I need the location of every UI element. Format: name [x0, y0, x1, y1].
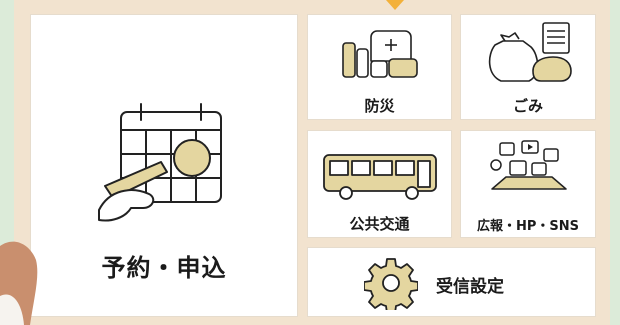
- gear-icon: [364, 258, 418, 310]
- reservation-tile[interactable]: 予約・申込: [30, 14, 298, 317]
- bus-icon: [323, 154, 437, 200]
- transit-label: 公共交通: [349, 215, 410, 233]
- notifications-tile[interactable]: 受信設定: [307, 247, 596, 317]
- calendar-pen-icon: [98, 103, 222, 222]
- notifications-label: 受信設定: [436, 277, 504, 297]
- disaster-tile[interactable]: 防災: [307, 14, 452, 120]
- pr-tile[interactable]: 広報・HP・SNS: [460, 130, 596, 238]
- garbage-bag-calendar-icon: [488, 22, 572, 82]
- pointer-arrow: [386, 0, 404, 10]
- pr-label: 広報・HP・SNS: [476, 219, 579, 234]
- reservation-label: 予約・申込: [101, 254, 227, 282]
- garbage-label: ごみ: [512, 97, 543, 115]
- tablet-media-icon: [490, 140, 567, 190]
- emergency-supplies-icon: [342, 30, 418, 78]
- disaster-label: 防災: [364, 97, 395, 115]
- garbage-tile[interactable]: ごみ: [460, 14, 596, 120]
- person-illustration: [0, 226, 40, 325]
- transit-tile[interactable]: 公共交通: [307, 130, 452, 238]
